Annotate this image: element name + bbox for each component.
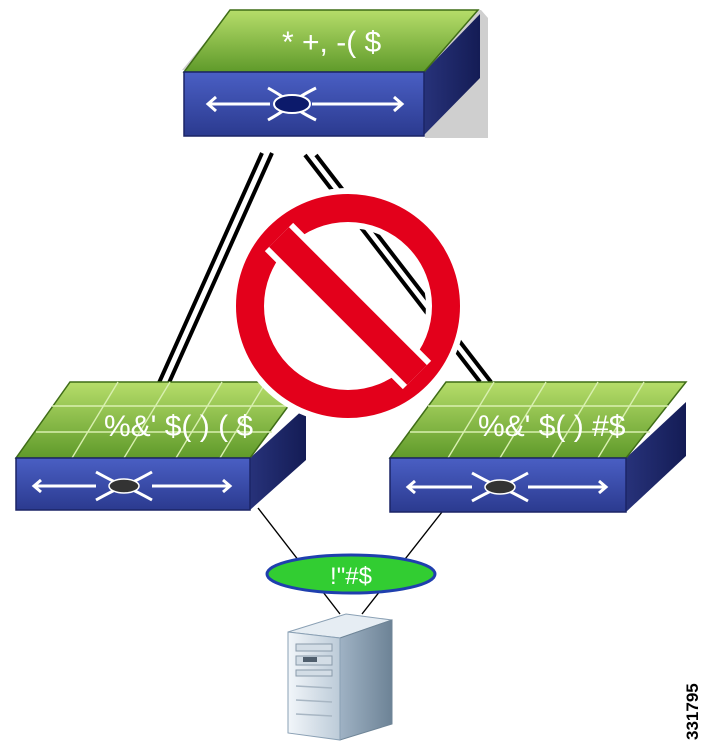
figure-id: 331795 xyxy=(683,683,701,740)
core-switch: * +, -( $ xyxy=(182,9,488,138)
server-group-label: !"#$ xyxy=(330,563,372,590)
right-switch-label: %&' $( ) #$ xyxy=(478,410,626,443)
distribution-switch-left: %&' $( ) ( $ xyxy=(14,381,308,511)
server-tower-icon xyxy=(287,613,393,741)
core-switch-label: * +, -( $ xyxy=(282,26,382,59)
left-switch-label: %&' $( ) ( $ xyxy=(104,410,253,443)
no-entry-icon xyxy=(230,188,466,424)
server-group-oval: !"#$ xyxy=(265,553,437,595)
distribution-switch-right: %&' $( ) #$ xyxy=(388,381,688,513)
